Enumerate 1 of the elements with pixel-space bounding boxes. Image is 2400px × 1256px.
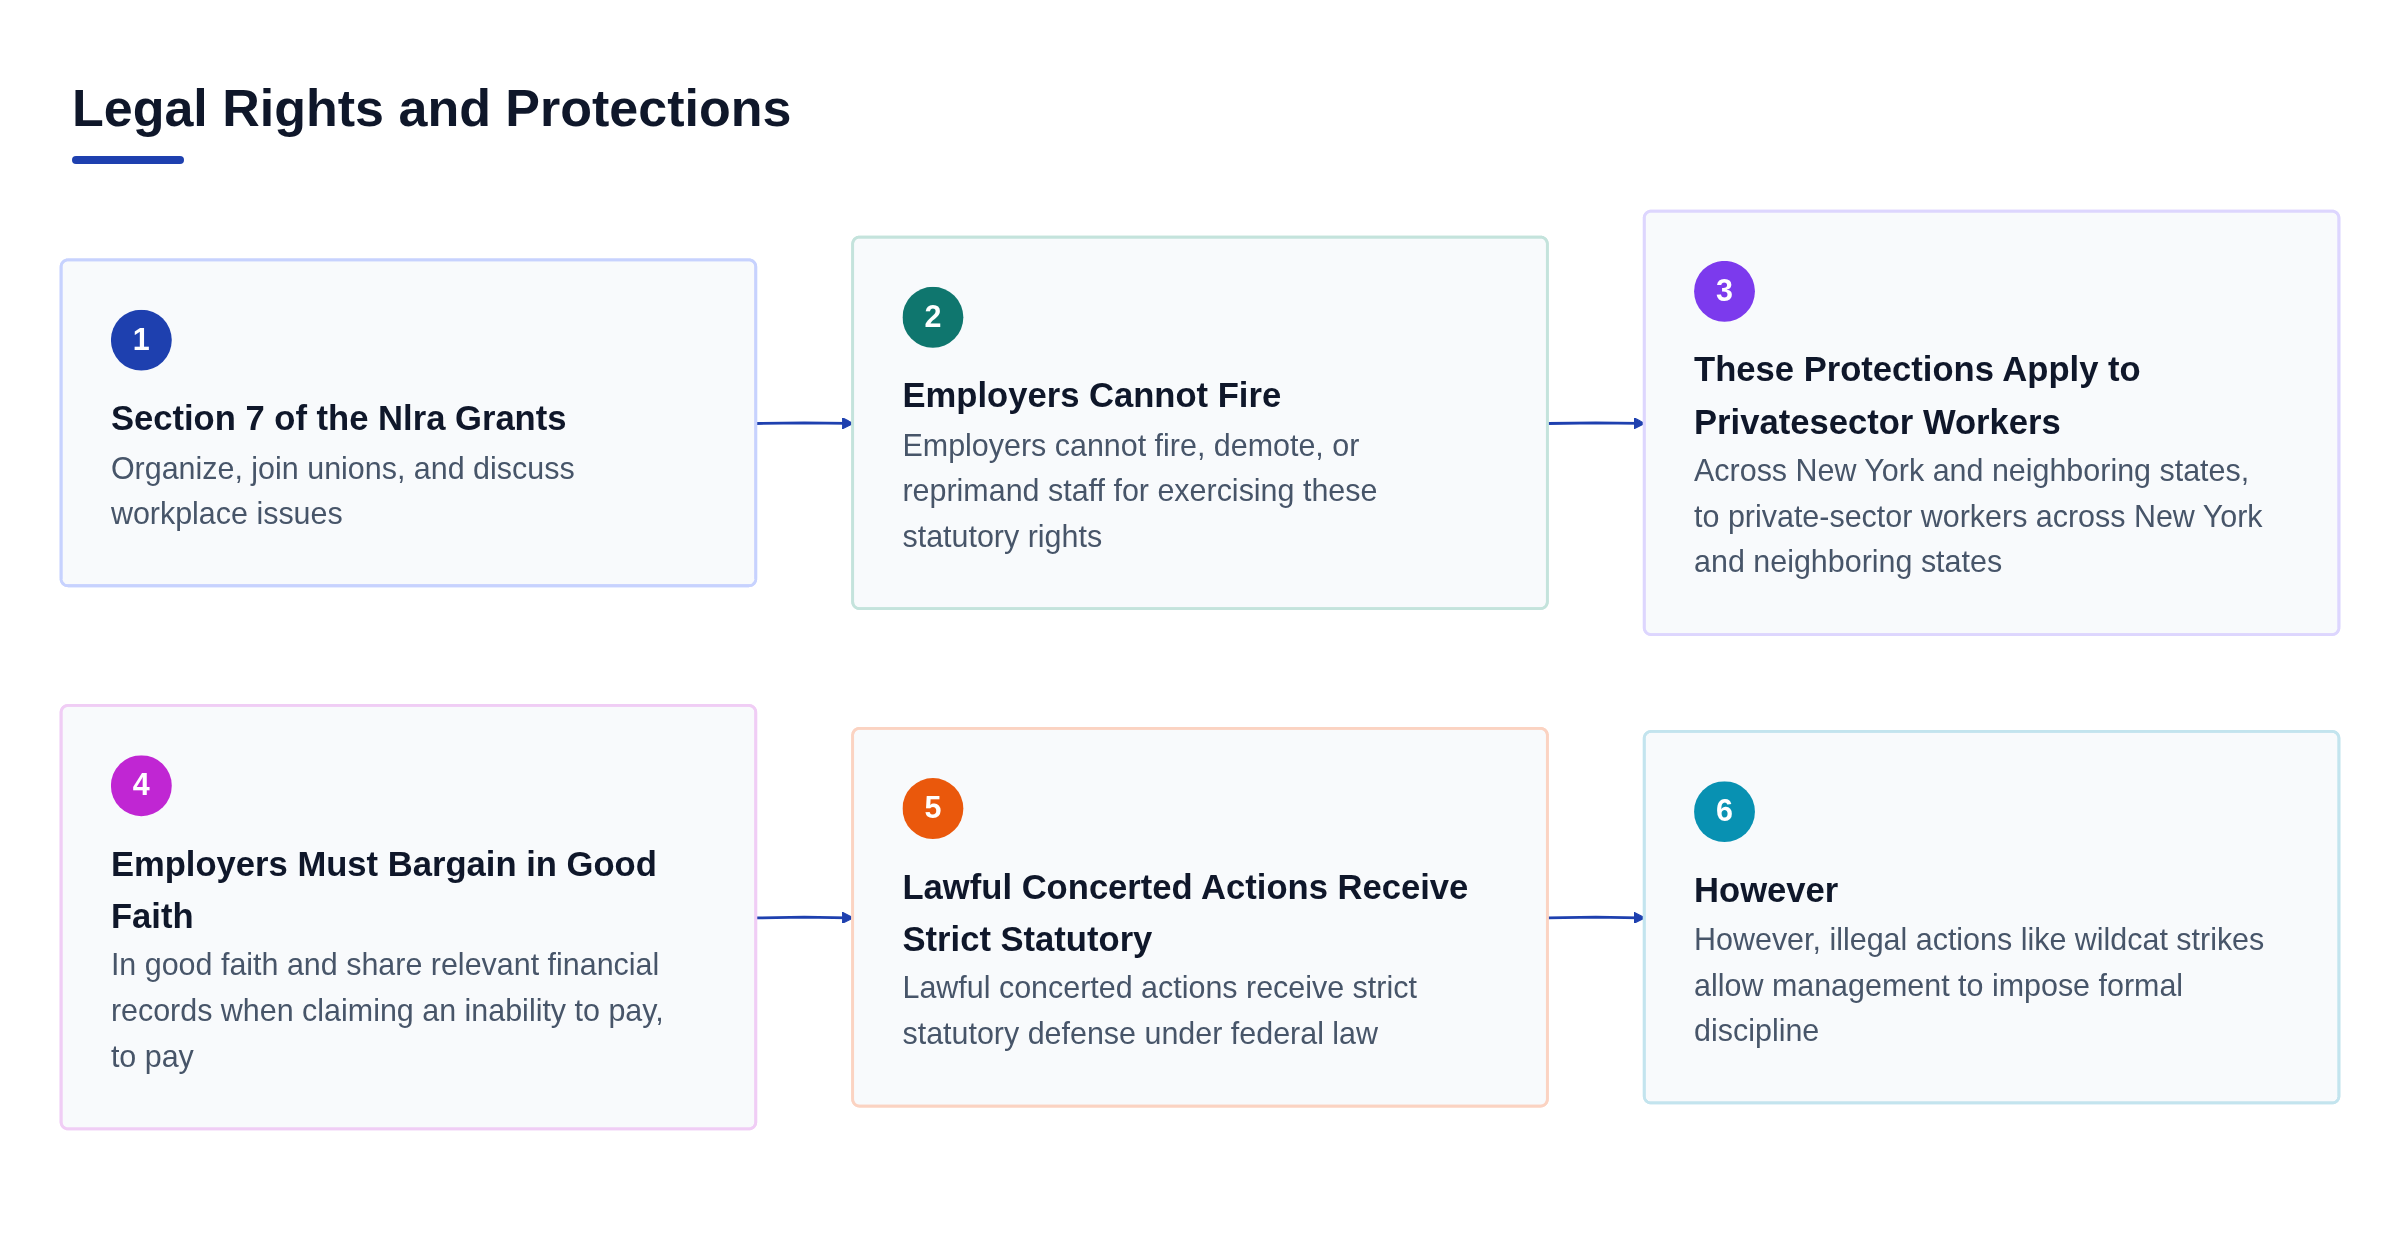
title: Legal Rights and Protections [72, 78, 792, 138]
